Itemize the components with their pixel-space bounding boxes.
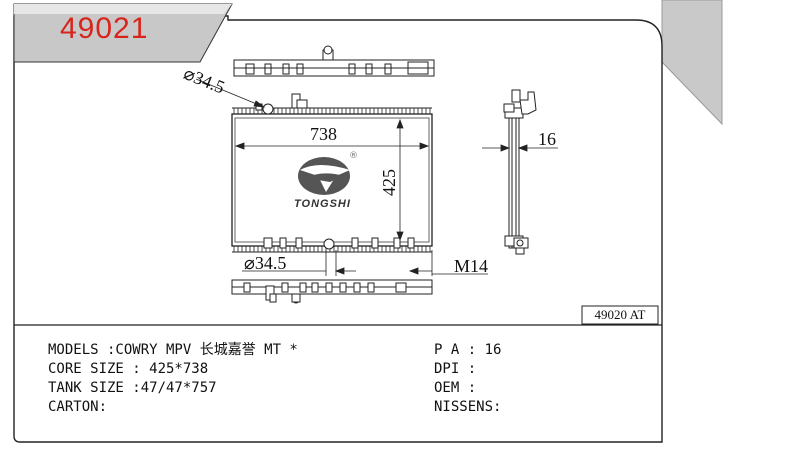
reference-box xyxy=(581,305,659,325)
reference-label: 49020 AT xyxy=(594,307,646,322)
core-top-fittings xyxy=(255,93,308,115)
outer-frame xyxy=(13,15,663,443)
spec-tank-size: TANK SIZE :47/47*757 xyxy=(48,380,217,396)
registered-mark: ® xyxy=(349,151,358,161)
dimension-lines xyxy=(195,78,488,276)
brand-name: TONGSHI xyxy=(294,198,351,210)
part-number: 49021 xyxy=(60,12,149,45)
spec-oem: OEM : xyxy=(434,380,477,396)
brand-logo-icon xyxy=(298,157,350,195)
spec-list-left: MODELS :COWRY MPV 长城嘉誉 MT * CORE SIZE : … xyxy=(48,341,298,417)
core-top-teeth xyxy=(233,108,431,114)
spec-list-right: P A : 16 DPI : OEM : NISSENS: xyxy=(434,341,501,417)
spec-nissens: NISSENS: xyxy=(434,399,502,415)
bottom-tank xyxy=(231,279,433,304)
core-bottom-fittings xyxy=(263,237,415,250)
spec-carton: CARTON: xyxy=(48,399,108,415)
dim-thread: M14 xyxy=(454,256,489,276)
spec-dpi: DPI : xyxy=(434,361,477,377)
spec-models: MODELS :COWRY MPV 长城嘉誉 MT * xyxy=(48,342,298,358)
dim-height: 425 xyxy=(379,169,399,196)
dim-thickness: 16 xyxy=(538,129,556,149)
dim-width: 738 xyxy=(310,124,337,144)
spec-core-size: CORE SIZE : 425*738 xyxy=(48,361,209,377)
spec-pa: P A : 16 xyxy=(434,342,502,358)
top-tank xyxy=(233,45,435,77)
corner-triangle xyxy=(661,0,723,126)
thickness-dimension xyxy=(482,144,558,152)
dim-inlet-bottom: ⌀34.5 xyxy=(244,253,287,273)
side-view xyxy=(503,89,537,255)
header-tab-top xyxy=(14,4,232,14)
